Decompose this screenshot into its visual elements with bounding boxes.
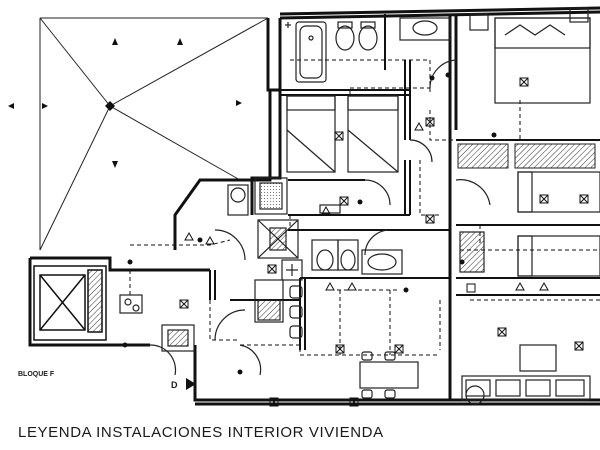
elevator-core (33, 265, 107, 341)
entrance-marker (466, 283, 476, 293)
bathroom-top (285, 17, 451, 83)
kitchen (119, 259, 303, 352)
focal-point-marker (105, 101, 115, 111)
living-room (149, 344, 591, 405)
wardrobe-right (514, 143, 596, 169)
right-bedroom (455, 171, 600, 277)
master-bedroom (429, 7, 591, 104)
shower-area (214, 177, 403, 275)
electrical-runs (129, 59, 600, 356)
drawing-caption: LEYENDA INSTALACIONES INTERIOR VIVIENDA (18, 424, 384, 441)
wardrobe-left (457, 143, 509, 169)
twin-bedroom (286, 95, 433, 214)
door-label: D (171, 380, 178, 390)
interior-walls (209, 14, 600, 350)
terrace-projection-lines (39, 17, 269, 251)
outlet-symbols (179, 77, 589, 407)
block-label: BLOQUE F (18, 371, 55, 378)
outer-walls (28, 6, 600, 406)
entrance-arrow (186, 378, 196, 390)
switch-symbols (122, 72, 497, 375)
light-symbols (184, 121, 549, 291)
direction-arrows (8, 38, 242, 168)
hall-chairs (289, 285, 303, 339)
